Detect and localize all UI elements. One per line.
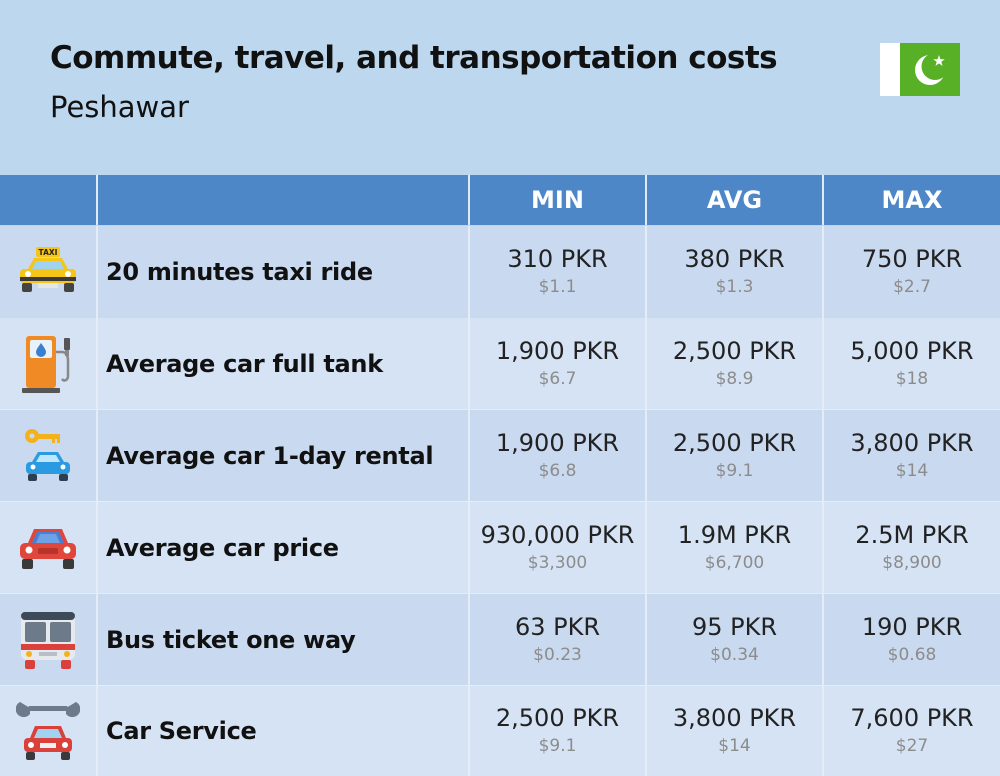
max-pkr: 2.5M PKR xyxy=(855,521,969,549)
avg-pkr: 1.9M PKR xyxy=(677,521,792,549)
row-label: Car Service xyxy=(106,717,257,745)
max-cell: 5,000 PKR $18 xyxy=(824,318,1000,410)
min-usd: $0.23 xyxy=(533,645,582,665)
min-usd: $1.1 xyxy=(538,277,577,297)
car-rental-key-icon xyxy=(18,426,78,486)
avg-usd: $1.3 xyxy=(715,277,754,297)
avg-cell: 380 PKR $1.3 xyxy=(647,226,824,318)
min-cell: 2,500 PKR $9.1 xyxy=(470,686,647,776)
car-icon xyxy=(16,521,80,575)
avg-usd: $8.9 xyxy=(715,369,754,389)
min-pkr: 63 PKR xyxy=(514,613,601,641)
max-cell: 2.5M PKR $8,900 xyxy=(824,502,1000,594)
max-usd: $8,900 xyxy=(882,553,942,573)
fuel-pump-icon xyxy=(16,332,80,396)
page-header: Commute, travel, and transportation cost… xyxy=(0,0,1000,175)
min-cell: 1,900 PKR $6.8 xyxy=(470,410,647,502)
table-row: Average car full tank 1,900 PKR $6.7 2,5… xyxy=(0,318,1000,410)
row-icon-cell xyxy=(0,686,98,776)
min-cell: 1,900 PKR $6.7 xyxy=(470,318,647,410)
max-pkr: 7,600 PKR xyxy=(850,704,974,732)
max-usd: $27 xyxy=(895,736,929,756)
row-label-cell: 20 minutes taxi ride xyxy=(98,226,470,318)
max-pkr: 190 PKR xyxy=(861,613,963,641)
min-pkr: 1,900 PKR xyxy=(495,429,620,457)
row-label: Average car 1-day rental xyxy=(106,442,434,470)
taxi-icon: TAXI xyxy=(16,245,80,299)
max-pkr: 3,800 PKR xyxy=(850,429,974,457)
table-row: Average car price 930,000 PKR $3,300 1.9… xyxy=(0,502,1000,594)
row-label: Average car price xyxy=(106,534,339,562)
row-icon-cell xyxy=(0,502,98,594)
row-icon-cell xyxy=(0,594,98,686)
header-icon-column xyxy=(0,175,98,225)
table-row: TAXI 20 minutes taxi ride 310 PKR $1.1 xyxy=(0,226,1000,318)
avg-pkr: 3,800 PKR xyxy=(672,704,797,732)
header-min: MIN xyxy=(470,175,647,225)
avg-pkr: 95 PKR xyxy=(691,613,778,641)
row-label: Bus ticket one way xyxy=(106,626,356,654)
table-row: Bus ticket one way 63 PKR $0.23 95 PKR $… xyxy=(0,594,1000,686)
max-cell: 3,800 PKR $14 xyxy=(824,410,1000,502)
row-label-cell: Average car price xyxy=(98,502,470,594)
row-label-cell: Average car full tank xyxy=(98,318,470,410)
max-usd: $0.68 xyxy=(887,645,937,665)
row-label-cell: Bus ticket one way xyxy=(98,594,470,686)
avg-cell: 95 PKR $0.34 xyxy=(647,594,824,686)
table-row: Car Service 2,500 PKR $9.1 3,800 PKR $14… xyxy=(0,686,1000,776)
min-pkr: 1,900 PKR xyxy=(495,337,620,365)
pakistan-flag-icon xyxy=(880,43,960,96)
max-usd: $14 xyxy=(895,461,929,481)
avg-usd: $6,700 xyxy=(704,553,765,573)
avg-usd: $0.34 xyxy=(710,645,759,665)
row-icon-cell: TAXI xyxy=(0,226,98,318)
taxi-sign-text: TAXI xyxy=(39,248,58,257)
table-row: Average car 1-day rental 1,900 PKR $6.8 … xyxy=(0,410,1000,502)
car-service-wrench-icon xyxy=(16,698,80,764)
max-cell: 750 PKR $2.7 xyxy=(824,226,1000,318)
row-label-cell: Average car 1-day rental xyxy=(98,410,470,502)
header-label-column xyxy=(98,175,470,225)
avg-usd: $14 xyxy=(718,736,751,756)
min-usd: $6.8 xyxy=(538,461,577,481)
min-pkr: 310 PKR xyxy=(507,245,608,273)
row-label-cell: Car Service xyxy=(98,686,470,776)
min-pkr: 2,500 PKR xyxy=(495,704,620,732)
min-cell: 930,000 PKR $3,300 xyxy=(470,502,647,594)
max-cell: 7,600 PKR $27 xyxy=(824,686,1000,776)
row-icon-cell xyxy=(0,410,98,502)
min-cell: 63 PKR $0.23 xyxy=(470,594,647,686)
avg-pkr: 2,500 PKR xyxy=(672,429,797,457)
row-icon-cell xyxy=(0,318,98,410)
min-usd: $3,300 xyxy=(527,553,588,573)
max-cell: 190 PKR $0.68 xyxy=(824,594,1000,686)
avg-cell: 2,500 PKR $9.1 xyxy=(647,410,824,502)
avg-cell: 3,800 PKR $14 xyxy=(647,686,824,776)
avg-cell: 1.9M PKR $6,700 xyxy=(647,502,824,594)
table-header-row: MIN AVG MAX xyxy=(0,175,1000,225)
city-subtitle: Peshawar xyxy=(50,90,189,124)
avg-cell: 2,500 PKR $8.9 xyxy=(647,318,824,410)
min-pkr: 930,000 PKR xyxy=(480,521,635,549)
avg-usd: $9.1 xyxy=(715,461,754,481)
min-usd: $6.7 xyxy=(538,369,577,389)
max-usd: $18 xyxy=(895,369,929,389)
max-pkr: 5,000 PKR xyxy=(850,337,974,365)
header-avg: AVG xyxy=(647,175,824,225)
cost-table: MIN AVG MAX TAXI xyxy=(0,175,1000,776)
avg-pkr: 380 PKR xyxy=(684,245,785,273)
min-usd: $9.1 xyxy=(538,736,577,756)
page-title: Commute, travel, and transportation cost… xyxy=(50,40,778,76)
max-pkr: 750 PKR xyxy=(861,245,963,273)
avg-pkr: 2,500 PKR xyxy=(672,337,797,365)
row-label: Average car full tank xyxy=(106,350,383,378)
header-max: MAX xyxy=(881,186,943,214)
row-label: 20 minutes taxi ride xyxy=(106,258,373,286)
min-cell: 310 PKR $1.1 xyxy=(470,226,647,318)
bus-icon xyxy=(17,608,79,672)
max-usd: $2.7 xyxy=(893,277,931,297)
